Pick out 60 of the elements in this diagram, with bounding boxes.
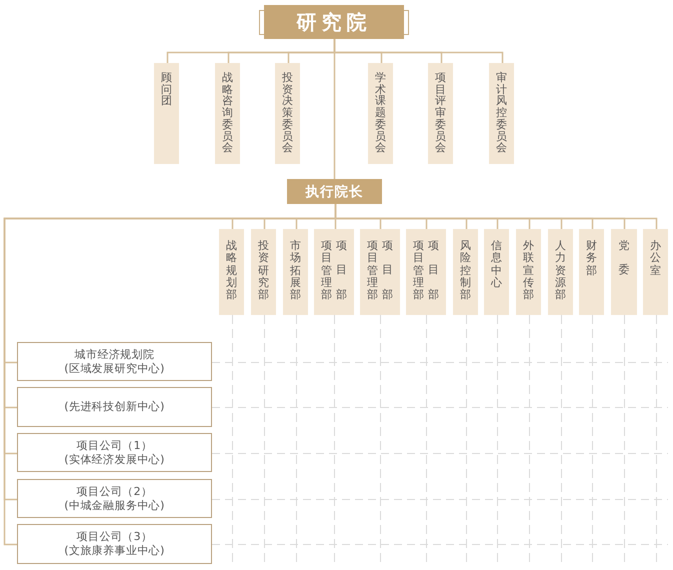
unit-box [17, 479, 212, 518]
department-box [611, 229, 637, 315]
committee-box [275, 63, 300, 164]
unit-name: 项目公司（1） [76, 438, 152, 452]
committee-name: 投资决策委员会 [282, 72, 294, 154]
department-box [548, 229, 573, 315]
department-box [314, 229, 354, 315]
department-box [406, 229, 446, 315]
unit-name: 项目公司（3） [76, 530, 152, 544]
institute-name: 研究院 [296, 10, 372, 34]
unit-box [17, 387, 212, 427]
department-name: 投资研究部 [258, 240, 270, 302]
connector-line [334, 39, 336, 179]
department-box [251, 229, 276, 315]
unit-subtitle: (区域发展研究中心) [64, 362, 165, 376]
committee-box [489, 63, 514, 164]
committee-name: 战略咨询委员会 [222, 72, 234, 154]
department-box [360, 229, 400, 315]
committee-box [428, 63, 453, 164]
department-name: 项目部 [336, 238, 348, 304]
department-name: 人力资源部 [554, 240, 566, 302]
committee-name: 项目评审委员会 [434, 72, 446, 154]
committee-box [368, 63, 393, 164]
department-box [643, 229, 668, 315]
unit-subtitle: (中城金融服务中心) [64, 498, 165, 512]
department-box [219, 229, 244, 315]
unit-name: 项目公司（2） [76, 484, 152, 498]
unit-name: 城市经济规划院 [74, 348, 154, 362]
committee-name: 审计风控委员会 [496, 72, 508, 154]
department-name: 项目部 [428, 238, 440, 304]
committee-box [154, 63, 179, 164]
unit-box [17, 433, 212, 472]
committee-name: 学术课题委员会 [374, 72, 386, 154]
department-name: 项目管理部 [320, 240, 332, 302]
department-name: 项目部 [382, 238, 394, 304]
department-name: 党委 [618, 238, 630, 278]
department-name: 信息中心 [490, 240, 502, 290]
department-name: 市场拓展部 [290, 240, 302, 302]
department-name: 办公室 [650, 240, 662, 277]
department-name: 财务部 [586, 240, 598, 277]
committee-name: 顾问团 [160, 72, 172, 108]
department-box [484, 229, 509, 315]
director-box [287, 179, 382, 204]
department-name: 项目管理部 [366, 240, 378, 302]
department-name: 风险控制部 [460, 240, 472, 302]
department-name: 外联宣传部 [522, 240, 534, 302]
unit-box [17, 524, 212, 564]
unit-subtitle: (文旅康养事业中心) [64, 544, 165, 558]
director-title: 执行院长 [306, 184, 364, 200]
department-box [579, 229, 604, 315]
unit-subtitle: (实体经济发展中心) [64, 452, 165, 466]
department-box [283, 229, 308, 315]
department-box [453, 229, 478, 315]
unit-box [17, 342, 212, 381]
committee-box [215, 63, 240, 164]
unit-name: (先进科技创新中心) [64, 400, 165, 414]
department-name: 项目管理部 [412, 240, 424, 302]
department-box [516, 229, 541, 315]
department-name: 战略规划部 [226, 240, 238, 302]
institute-box [264, 5, 404, 39]
